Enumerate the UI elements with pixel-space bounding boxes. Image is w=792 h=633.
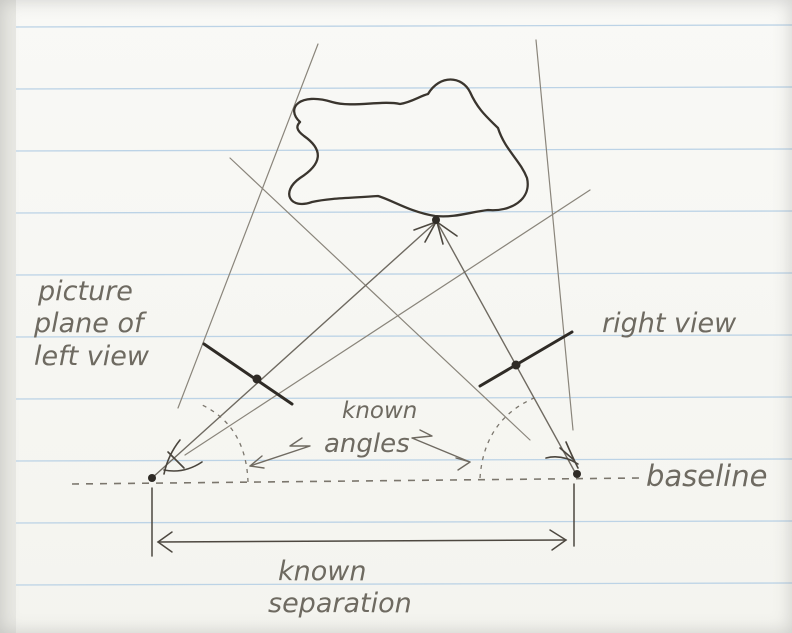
label-baseline: baseline	[646, 459, 767, 493]
label-picture-plane-line1: picture	[37, 276, 133, 307]
right-angle-pointer	[411, 429, 471, 463]
separation-arrowhead-left	[156, 531, 173, 553]
sight-lines	[151, 221, 577, 479]
left-sight-line	[151, 221, 437, 479]
picture-planes	[202, 330, 574, 406]
ruled-line	[9, 582, 792, 586]
sight-arrowheads	[413, 220, 458, 245]
right-eye-icon	[545, 441, 579, 469]
ruled-lines	[9, 24, 792, 586]
label-known-separation-line1: known	[278, 556, 366, 587]
ruled-line	[9, 24, 792, 28]
left-eye-dot	[148, 474, 156, 482]
label-picture-plane-line2: plane of	[33, 308, 147, 339]
left-diagonal-line	[229, 157, 531, 441]
left-angle-pointer	[249, 437, 311, 467]
label-known-separation-line2: separation	[268, 588, 412, 619]
ruled-line	[9, 334, 792, 338]
object-outline	[288, 78, 529, 218]
left-eye-icon	[163, 439, 203, 475]
ruled-line	[9, 148, 792, 152]
ruled-line	[9, 520, 792, 524]
separation-arrowhead-right	[549, 529, 568, 551]
right-plane-center-dot	[511, 360, 521, 370]
right-angle-pointer-head	[455, 457, 471, 471]
ruled-line	[9, 86, 792, 90]
left-view-fov-line	[177, 43, 319, 409]
page-left-edge	[0, 0, 16, 633]
right-picture-plane	[478, 330, 574, 388]
ruled-line	[9, 210, 792, 214]
right-eye-dot	[573, 470, 581, 478]
right-view-fov-line	[535, 39, 574, 431]
right-angle-arc	[479, 397, 535, 479]
separation-arrow-line	[157, 539, 567, 543]
left-picture-plane	[202, 342, 294, 406]
angle-arcs	[199, 397, 535, 483]
ruled-line	[9, 458, 792, 462]
left-angle-pointer-head	[249, 455, 265, 469]
angle-pointer-arrows	[249, 429, 471, 471]
label-known-angles-line1: known	[342, 398, 417, 424]
baseline-dashed-line	[71, 477, 641, 485]
label-picture-plane-line3: left view	[34, 341, 150, 372]
label-right-view: right view	[602, 308, 737, 339]
left-angle-arc	[199, 403, 249, 483]
object-point-dot	[432, 216, 440, 224]
right-diagonal-line	[184, 189, 591, 456]
right-sight-line	[436, 221, 577, 475]
label-known-angles-line2: angles	[324, 429, 410, 459]
separation-dimension	[151, 483, 575, 557]
ruled-line	[9, 272, 792, 276]
ruled-line	[9, 396, 792, 400]
construction-lines	[177, 39, 591, 456]
left-plane-center-dot	[252, 374, 262, 384]
